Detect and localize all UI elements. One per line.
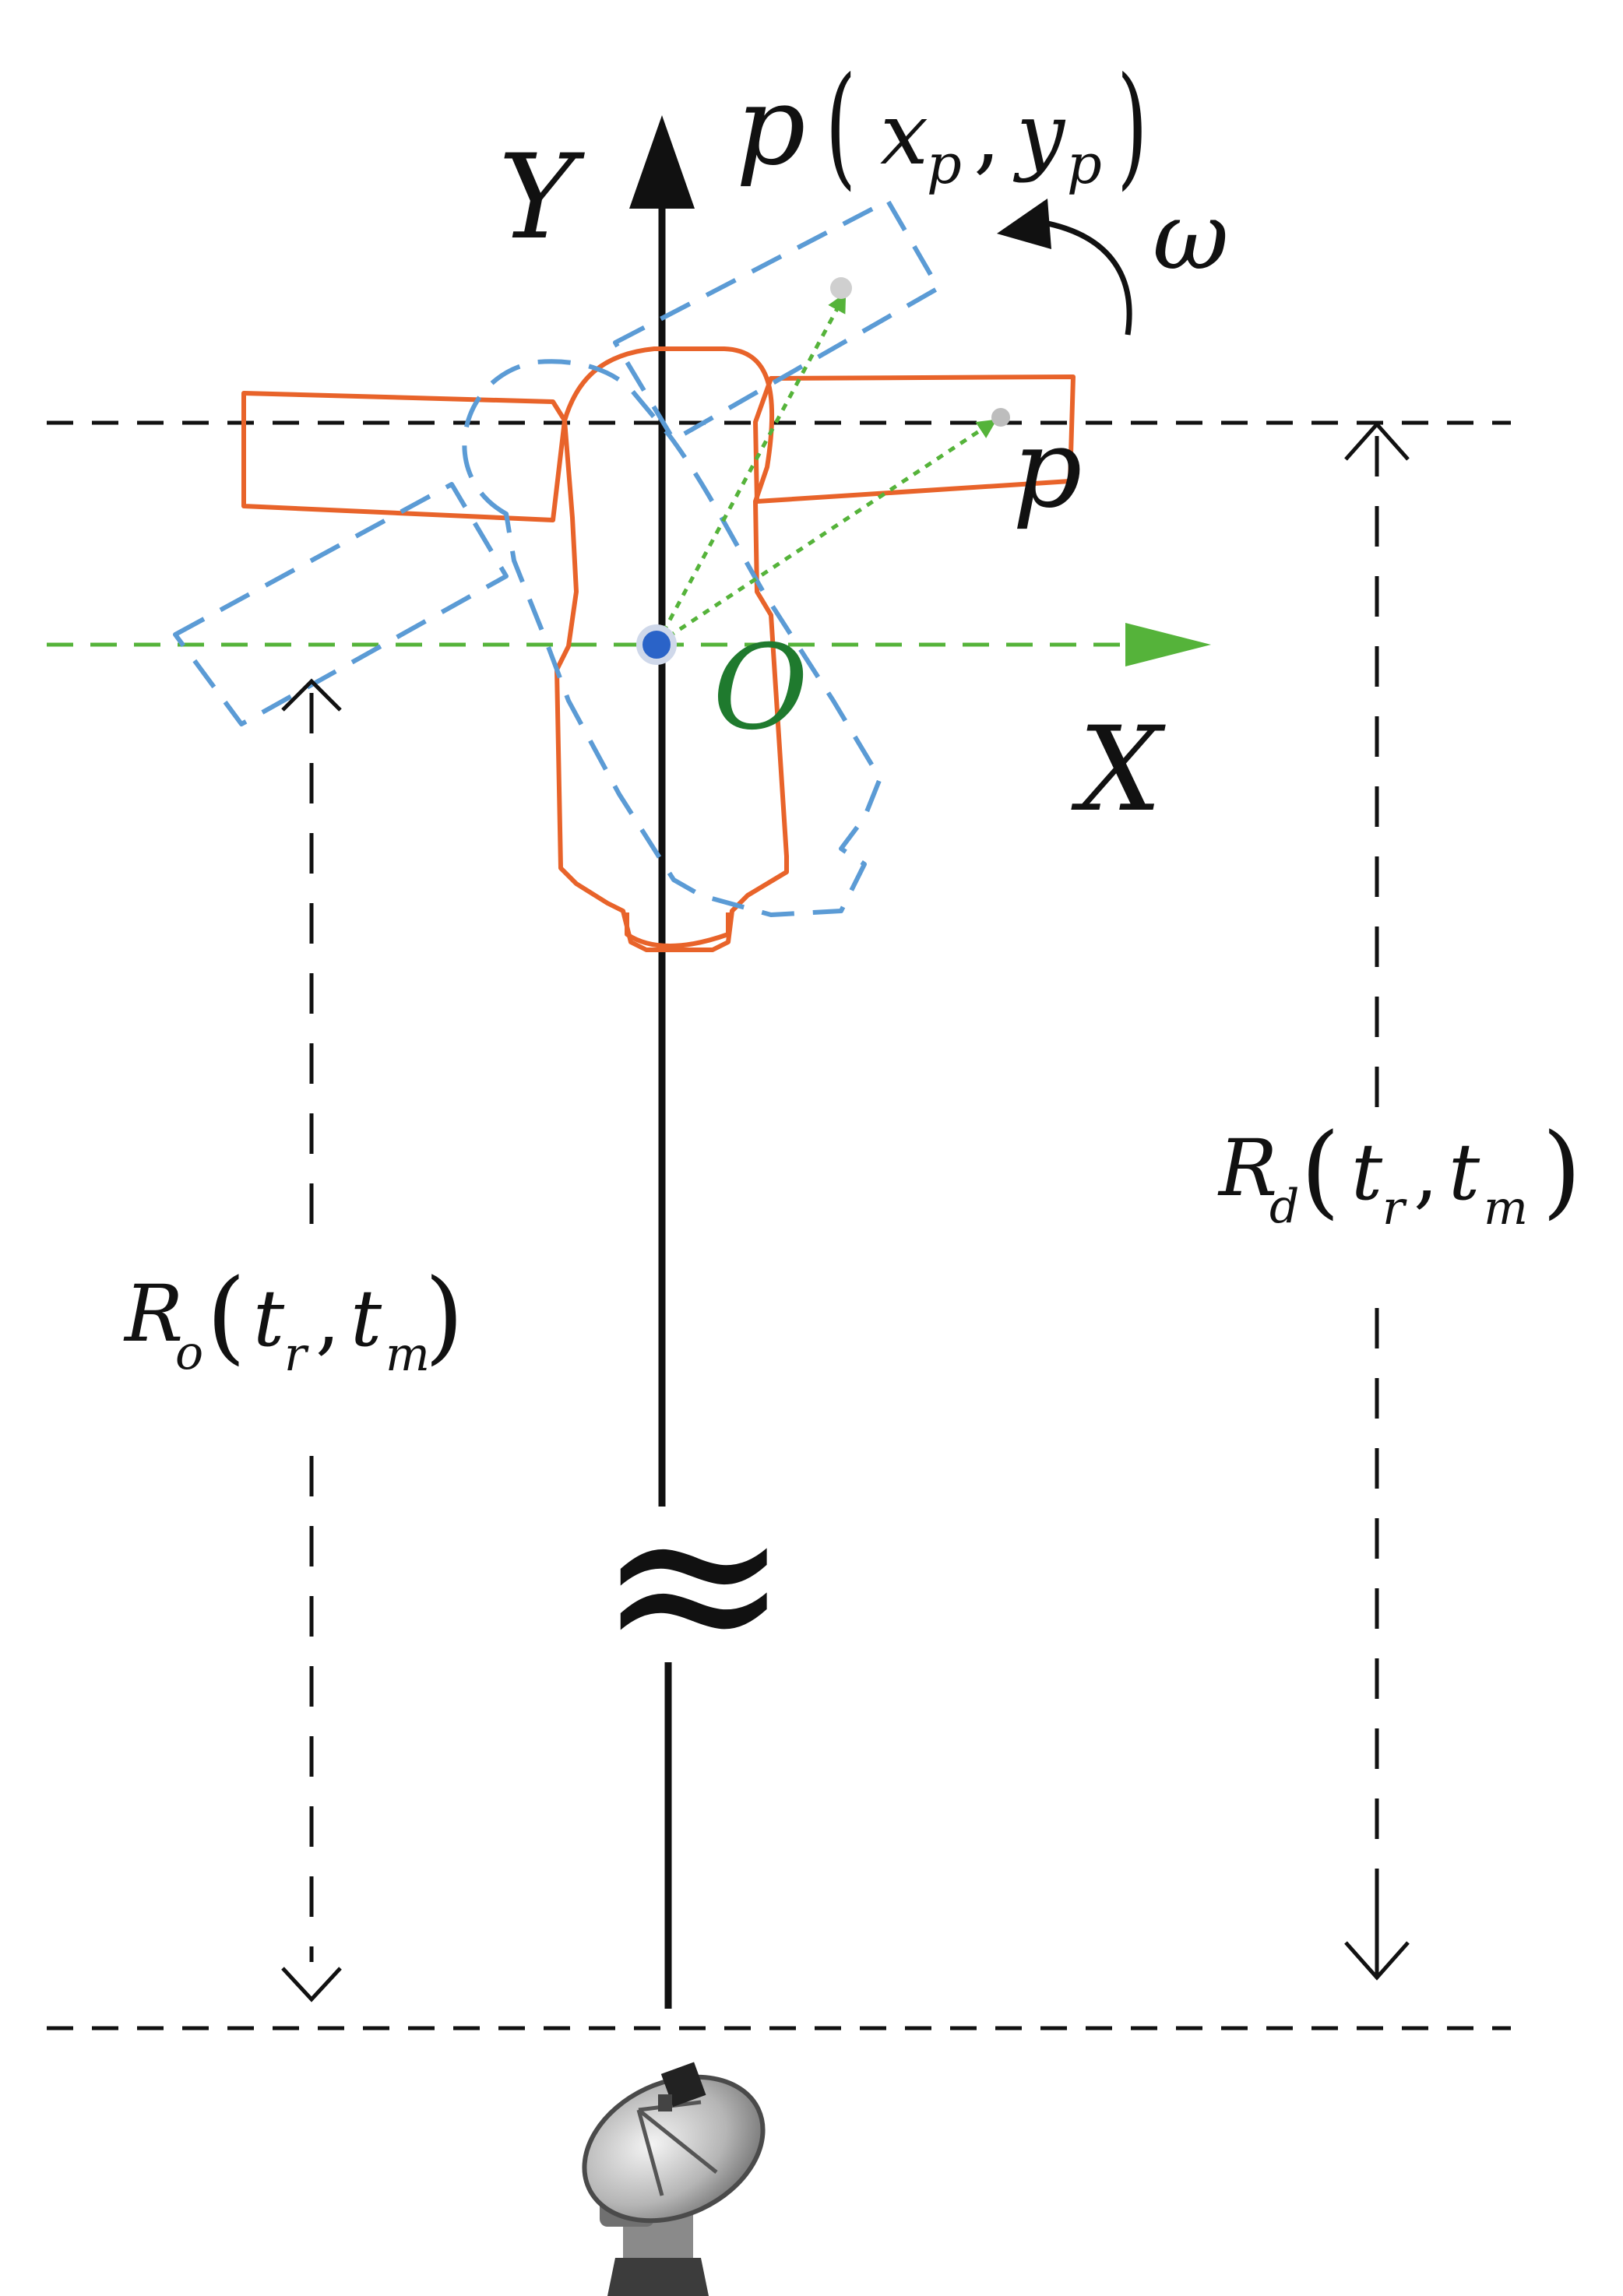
svg-text:(: ( [826, 50, 857, 204]
x-axis-label: X [1071, 702, 1166, 838]
svg-text:,: , [1414, 1127, 1438, 1218]
svg-text:t: t [350, 1273, 382, 1364]
point-rotated-marker [830, 277, 852, 299]
point-coordinate-label: p ( x p , y p ) [736, 50, 1148, 204]
rd-top-arrow [1344, 421, 1410, 461]
vector-to-p [655, 418, 998, 647]
omega-label: ω [1153, 183, 1229, 291]
satellite-rotated [173, 199, 941, 917]
svg-text:y: y [1012, 84, 1066, 184]
x-axis-arrowhead [1125, 623, 1211, 666]
point-label: p [1012, 406, 1083, 533]
vector-to-rotated-p [654, 292, 847, 646]
ro-dimension [281, 678, 342, 2002]
svg-text:p: p [736, 63, 806, 190]
svg-text:R: R [123, 1268, 183, 1359]
rd-dimension [1344, 421, 1410, 1981]
satellite-rotated-upper-panel [613, 199, 941, 442]
svg-text:x: x [880, 84, 928, 184]
svg-text:r: r [1382, 1181, 1407, 1236]
rotation-arrow [1039, 219, 1132, 336]
radar-dish-icon [582, 2062, 766, 2296]
origin-dot [636, 624, 677, 665]
svg-text:m: m [1484, 1181, 1528, 1236]
ro-bottom-arrow [281, 1967, 342, 2002]
origin-label: O [713, 621, 808, 756]
svg-text:d: d [1269, 1180, 1299, 1234]
svg-text:): ) [1117, 50, 1148, 204]
satellite-rotated-lower-panel [173, 482, 509, 726]
svg-text:(: ( [1301, 1111, 1340, 1229]
svg-text:t: t [1449, 1127, 1480, 1218]
svg-text:p: p [927, 132, 962, 196]
svg-text:(: ( [206, 1257, 246, 1375]
ro-top-arrow [281, 678, 342, 712]
axis-break-symbol: ≈ [596, 1446, 791, 1718]
svg-text:m: m [386, 1327, 430, 1382]
svg-text:,: , [315, 1273, 340, 1364]
svg-text:t: t [1351, 1127, 1383, 1218]
point-p-marker [991, 408, 1010, 427]
satellite-original-left-panel [241, 391, 567, 522]
satellite-original-nozzle [625, 912, 731, 948]
svg-text:): ) [424, 1257, 464, 1375]
y-axis-arrowhead [629, 115, 695, 209]
satellite-original [241, 346, 1076, 952]
svg-text:o: o [175, 1326, 203, 1380]
rd-label: R d ( t r , t m ) [1217, 1111, 1582, 1236]
y-axis-label: Y [498, 130, 585, 265]
svg-text:,: , [973, 84, 1001, 184]
satellite-rotated-body [462, 359, 882, 917]
svg-text:t: t [253, 1273, 285, 1364]
svg-text:p: p [1067, 132, 1102, 196]
svg-text:): ) [1542, 1111, 1582, 1229]
svg-text:R: R [1217, 1123, 1277, 1214]
rotation-arrowhead [997, 199, 1051, 249]
ro-label: R o ( t r , t m ) [123, 1257, 464, 1382]
svg-text:r: r [284, 1327, 309, 1382]
position-vectors [654, 292, 998, 647]
